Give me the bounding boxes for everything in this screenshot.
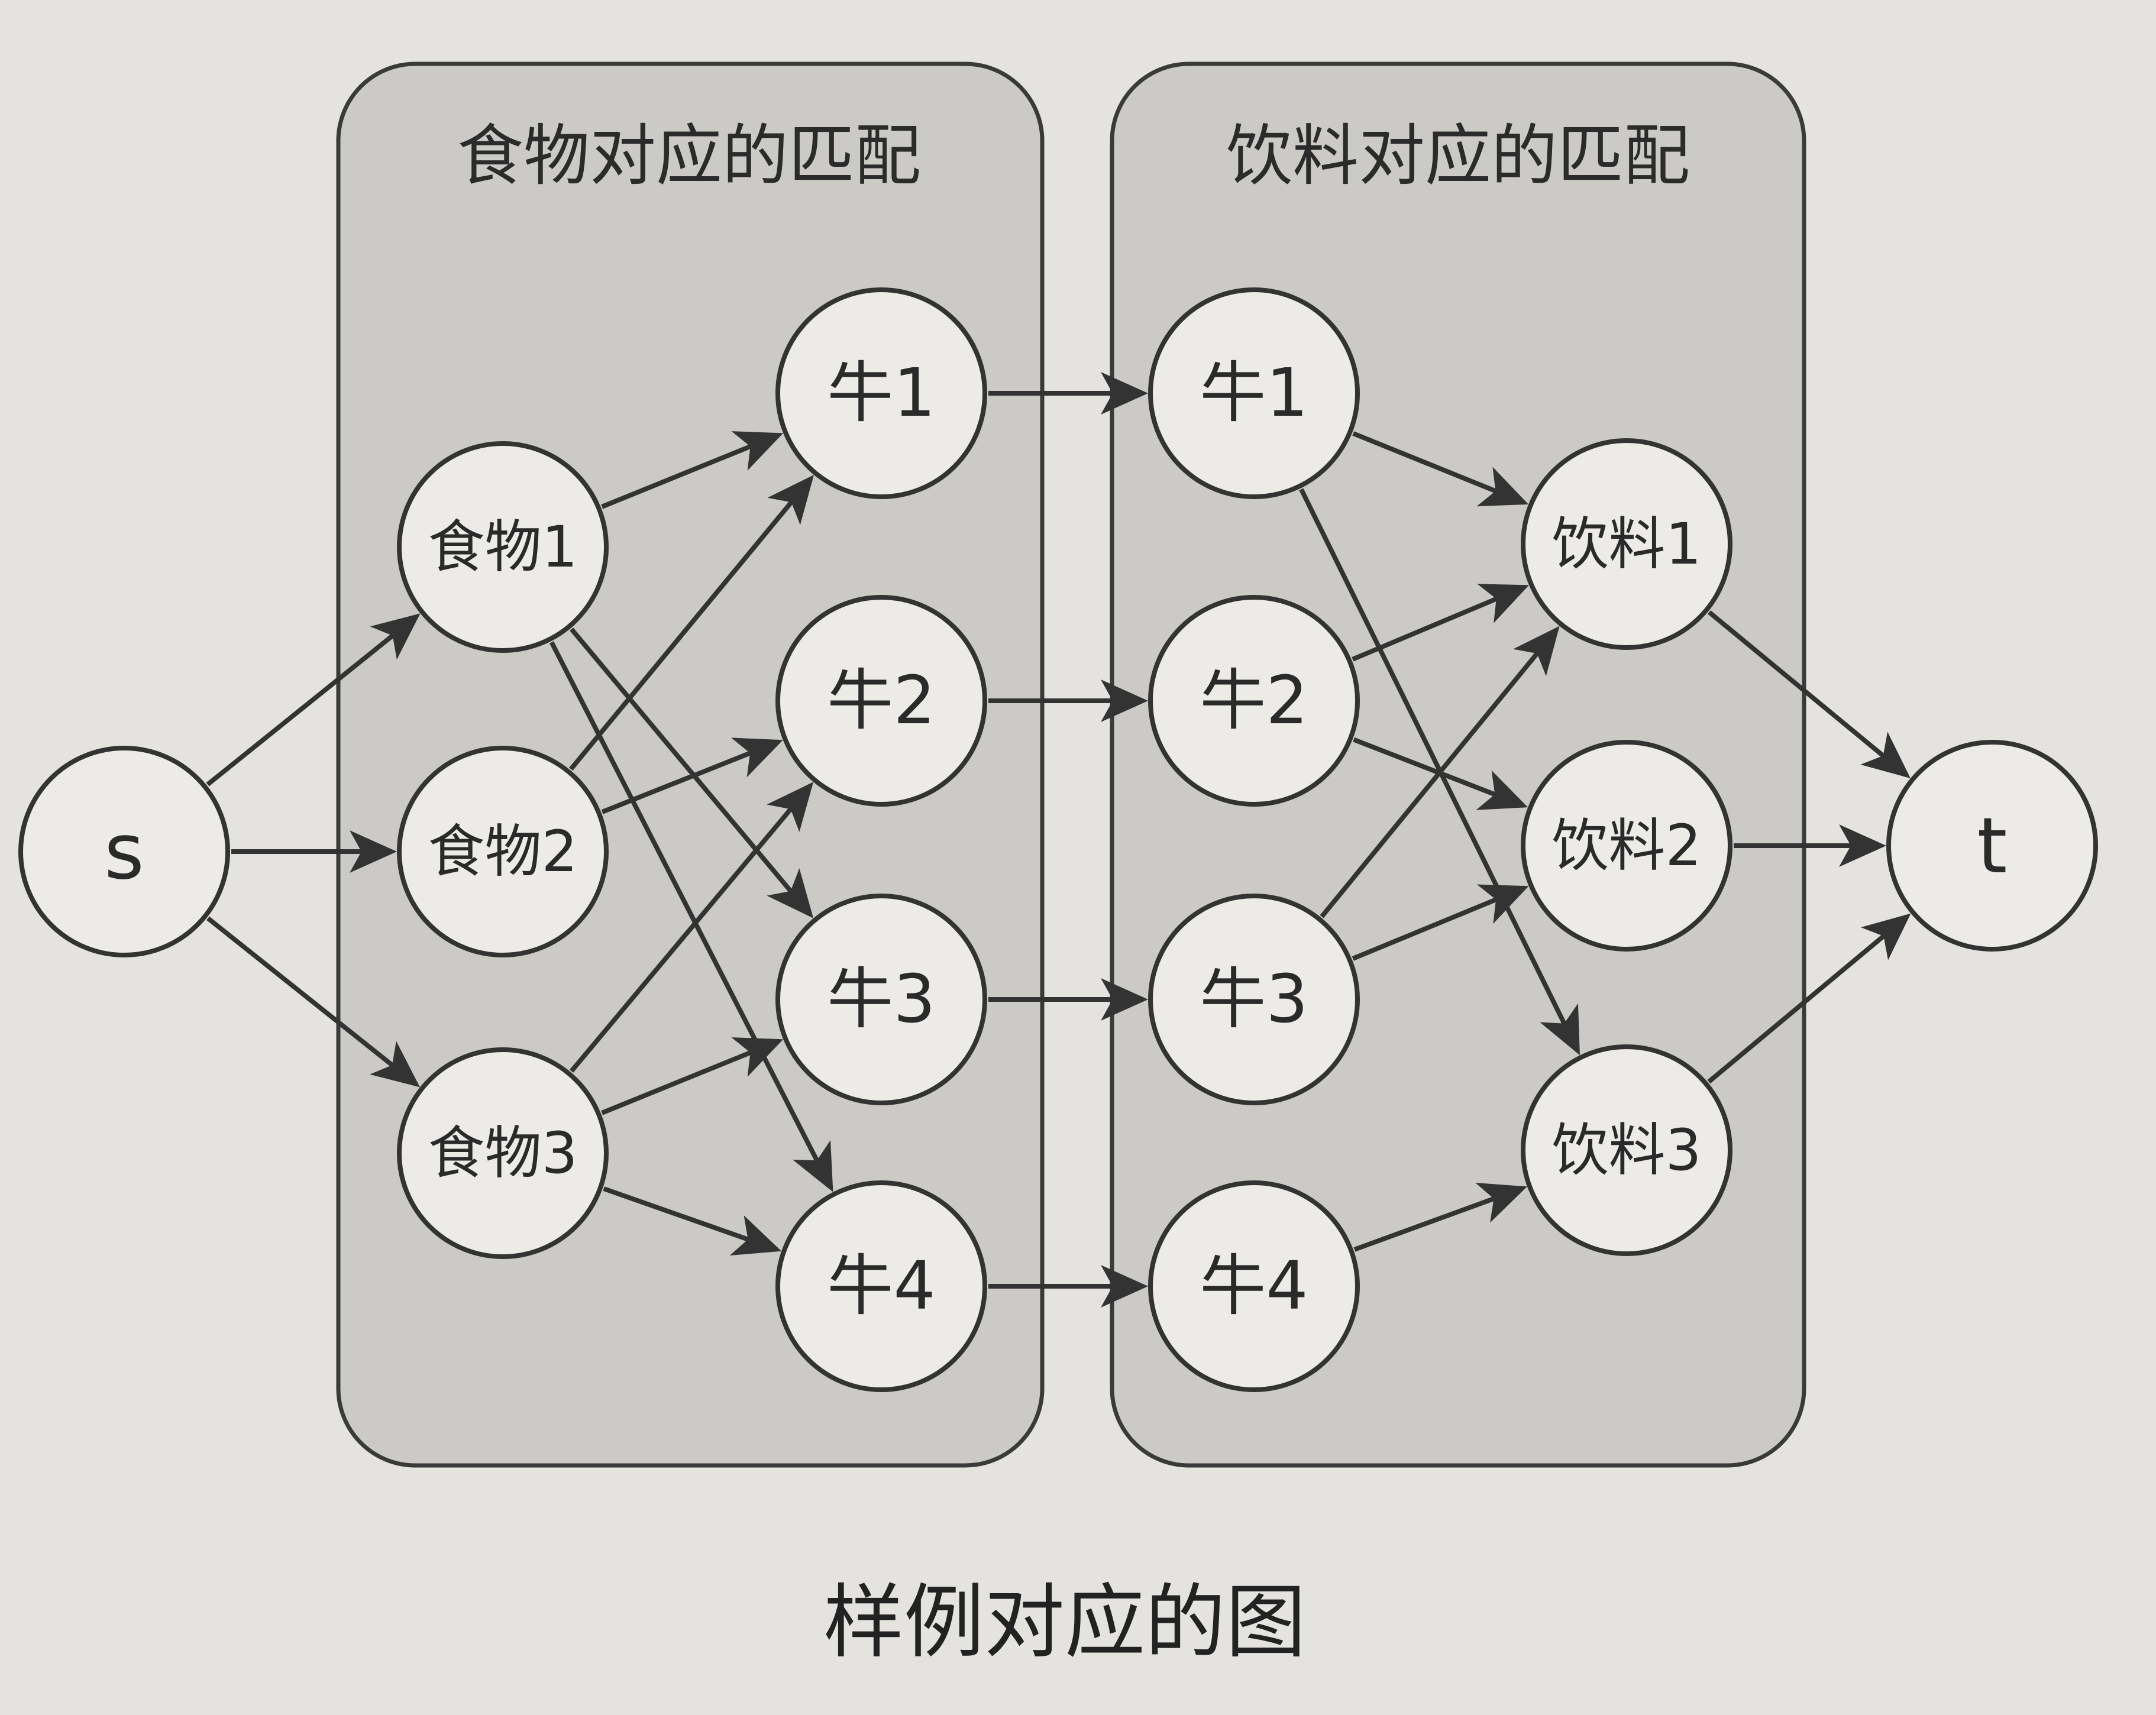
- node-s: s: [18, 746, 230, 957]
- node-food-1-label: 食物1: [428, 514, 577, 580]
- node-t-label: t: [1977, 801, 2008, 891]
- node-drink-3: 饮料3: [1521, 1044, 1732, 1256]
- edge-b4-to-d3: [1353, 1183, 1527, 1252]
- edges-layer: [206, 372, 1911, 1308]
- node-cow-right-3: 牛3: [1148, 894, 1360, 1105]
- edge-d1-to-t: [1708, 610, 1911, 779]
- edge-f2-to-a2: [601, 737, 783, 814]
- node-drink-1-circle: [1521, 438, 1732, 650]
- node-cow-left-4-label: 牛4: [827, 1248, 935, 1325]
- node-cow-left-2-label: 牛2: [827, 662, 935, 739]
- edge-b2-to-d1: [1352, 584, 1530, 662]
- node-cow-left-3-label: 牛3: [827, 961, 935, 1038]
- node-drink-1: 饮料1: [1521, 438, 1732, 650]
- node-food-3-label: 食物3: [428, 1120, 577, 1186]
- node-cow-right-3-label: 牛3: [1200, 961, 1308, 1038]
- node-food-1-circle: [397, 441, 609, 653]
- node-cow-left-1-label: 牛1: [827, 355, 935, 432]
- node-cow-left-1-circle: [775, 287, 987, 499]
- node-cow-right-2-circle: [1148, 595, 1360, 807]
- node-cow-right-2: 牛2: [1148, 595, 1360, 807]
- node-cow-right-4: 牛4: [1148, 1180, 1360, 1392]
- food-panel-title: 食物对应的匹配: [457, 118, 921, 195]
- node-cow-right-1-label: 牛1: [1200, 355, 1308, 432]
- edge-b3-to-d2: [1352, 884, 1529, 961]
- node-cow-left-4: 牛4: [775, 1180, 987, 1392]
- node-food-2: 食物2: [397, 746, 609, 957]
- node-drink-2: 饮料2: [1521, 740, 1732, 952]
- edge-f1-to-a1: [601, 431, 784, 509]
- node-cow-right-3-circle: [1148, 894, 1360, 1105]
- edge-d3-to-t: [1707, 913, 1911, 1084]
- edge-f3-to-a3: [601, 1037, 784, 1115]
- figure-caption: 样例对应的图: [823, 1576, 1306, 1669]
- node-cow-right-2-label: 牛2: [1200, 662, 1308, 739]
- node-food-3-circle: [397, 1047, 609, 1259]
- edge-s-to-f1: [206, 613, 421, 787]
- node-food-3: 食物3: [397, 1047, 609, 1259]
- node-drink-2-circle: [1521, 740, 1732, 952]
- node-cow-left-3: 牛3: [775, 894, 987, 1105]
- node-s-label: s: [104, 807, 144, 897]
- node-t: t: [1886, 740, 2098, 952]
- node-cow-right-4-circle: [1148, 1180, 1360, 1392]
- node-cow-right-1: 牛1: [1148, 287, 1360, 499]
- edge-b1-to-d1: [1352, 431, 1529, 507]
- edge-f3-to-a4: [603, 1186, 782, 1256]
- edge-f2-to-a1: [569, 475, 814, 771]
- edge-f1-to-a3: [570, 627, 814, 918]
- node-cow-right-4-label: 牛4: [1200, 1248, 1308, 1325]
- node-cow-left-2: 牛2: [775, 595, 987, 807]
- node-drink-3-label: 饮料3: [1551, 1117, 1701, 1183]
- node-cow-left-3-circle: [775, 894, 987, 1105]
- node-drink-3-circle: [1521, 1044, 1732, 1256]
- edge-f3-to-a2: [570, 782, 814, 1073]
- node-cow-left-4-circle: [775, 1180, 987, 1392]
- node-t-circle: [1886, 740, 2098, 952]
- edge-s-to-f3: [206, 916, 421, 1088]
- node-s-circle: [18, 746, 230, 957]
- node-food-1: 食物1: [397, 441, 609, 653]
- node-cow-left-2-circle: [775, 595, 987, 807]
- node-food-2-label: 食物2: [428, 818, 577, 885]
- drink-panel-title: 饮料对应的匹配: [1226, 118, 1690, 195]
- edge-b3-to-d1: [1320, 626, 1560, 918]
- node-cow-left-1: 牛1: [775, 287, 987, 499]
- node-cow-right-1-circle: [1148, 287, 1360, 499]
- node-drink-1-label: 饮料1: [1551, 511, 1701, 577]
- node-drink-2-label: 饮料2: [1551, 813, 1701, 879]
- node-food-2-circle: [397, 746, 609, 957]
